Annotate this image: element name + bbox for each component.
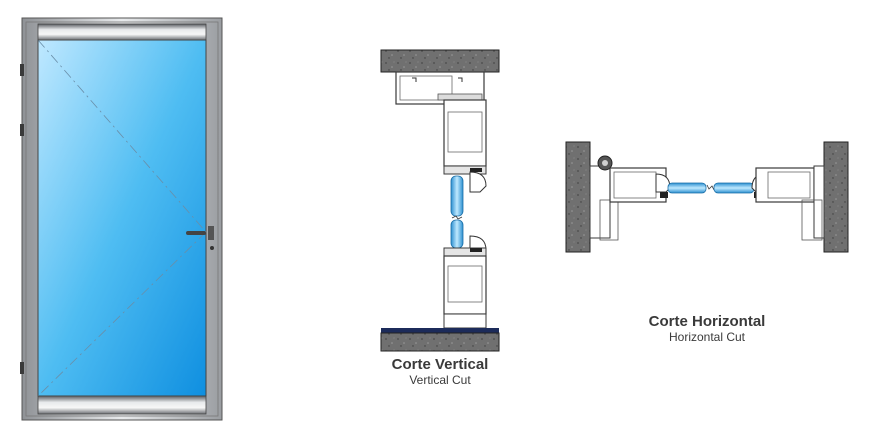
- bottom-rail: [37, 395, 207, 415]
- floor-line: [381, 328, 499, 333]
- door-elevation: [20, 17, 223, 421]
- opening-indicator-line: [37, 39, 207, 233]
- bottom-leaf-profile: [443, 255, 487, 315]
- top-leaf-profile: [443, 99, 487, 167]
- floor-concrete: [380, 332, 500, 352]
- hinge-bottom: [20, 362, 24, 374]
- horizontal-cut-subtitle: Horizontal Cut: [668, 330, 746, 344]
- horizontal-glass-right: [713, 182, 755, 194]
- vertical-glass-upper: [450, 175, 464, 217]
- door-handle: [186, 226, 214, 250]
- top-rail: [37, 23, 207, 41]
- horizontal-glass-left: [667, 182, 707, 194]
- horizontal-cut-caption: Corte Horizontal Horizontal Cut: [622, 314, 792, 343]
- vertical-cut-title: Corte Vertical: [391, 356, 489, 373]
- left-wall: [565, 141, 591, 253]
- horizontal-cut-title: Corte Horizontal: [648, 313, 766, 330]
- right-wall: [823, 141, 849, 253]
- vertical-cut-drawing: [380, 49, 500, 352]
- vertical-cut-subtitle: Vertical Cut: [409, 373, 471, 387]
- hinge-middle: [20, 124, 24, 136]
- door-glass-panel: [37, 39, 207, 397]
- vertical-cut-caption: Corte Vertical Vertical Cut: [370, 357, 510, 386]
- right-frame-profile: [813, 165, 825, 239]
- horizontal-cut-drawing: [565, 141, 849, 253]
- hinge-top: [20, 64, 24, 76]
- top-concrete-slab: [380, 49, 500, 73]
- vertical-glass-lower: [450, 219, 464, 249]
- right-leaf-profile: [755, 167, 815, 203]
